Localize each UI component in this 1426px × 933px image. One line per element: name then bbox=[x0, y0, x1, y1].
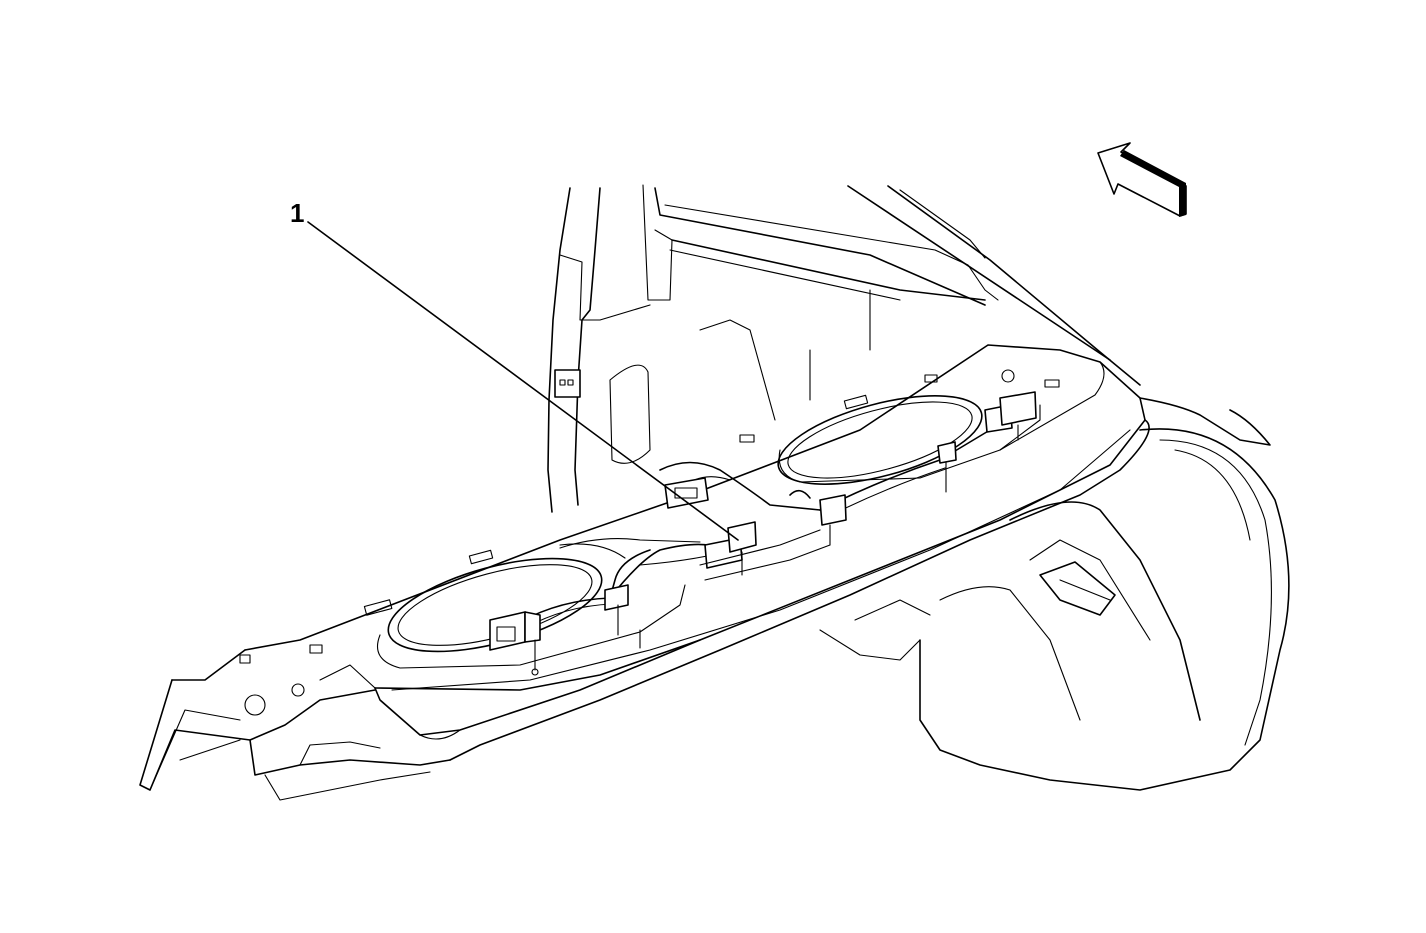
lower-rail-left bbox=[139, 664, 451, 801]
front-direction-arrow-icon bbox=[1097, 142, 1187, 217]
speaker-opening-left bbox=[376, 543, 686, 669]
connector-left-center bbox=[604, 584, 641, 649]
upper-panel bbox=[654, 185, 1141, 421]
body-pillar-left bbox=[547, 184, 673, 513]
connector-right bbox=[937, 391, 1037, 493]
callout-1: 1 bbox=[290, 198, 739, 541]
callout-1-label: 1 bbox=[290, 198, 304, 228]
deck-holes bbox=[239, 369, 1060, 716]
connector-left bbox=[489, 611, 541, 676]
connector-center bbox=[664, 477, 847, 581]
wheelhouse-right bbox=[819, 397, 1290, 791]
speaker-opening-right bbox=[777, 395, 1041, 485]
